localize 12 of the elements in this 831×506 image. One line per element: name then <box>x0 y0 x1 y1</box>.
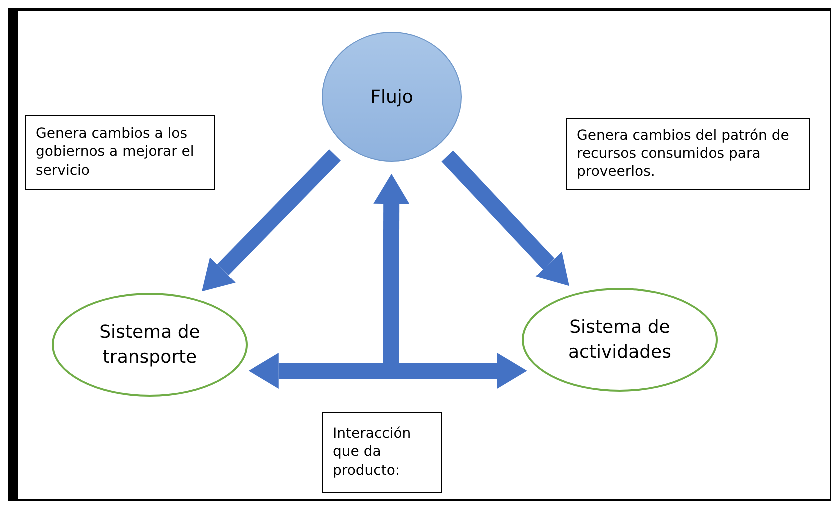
text-box <box>566 118 810 190</box>
text-box <box>322 412 442 493</box>
block-arrow <box>442 150 570 286</box>
text-box <box>25 115 215 190</box>
node-text: Interacción que da producto: <box>333 425 412 480</box>
node-text: Sistema de actividades <box>568 316 672 365</box>
node-text: Genera cambios del patrón de recursos consumidos para proveerlos. <box>577 126 790 182</box>
node-text: Flujo <box>370 86 414 108</box>
node-text: Genera cambios a los gobiernos a mejorar el servicio <box>36 125 196 180</box>
block-arrow <box>248 353 528 389</box>
node-text: Sistema de transporte <box>98 320 202 370</box>
block-arrow <box>202 150 341 292</box>
